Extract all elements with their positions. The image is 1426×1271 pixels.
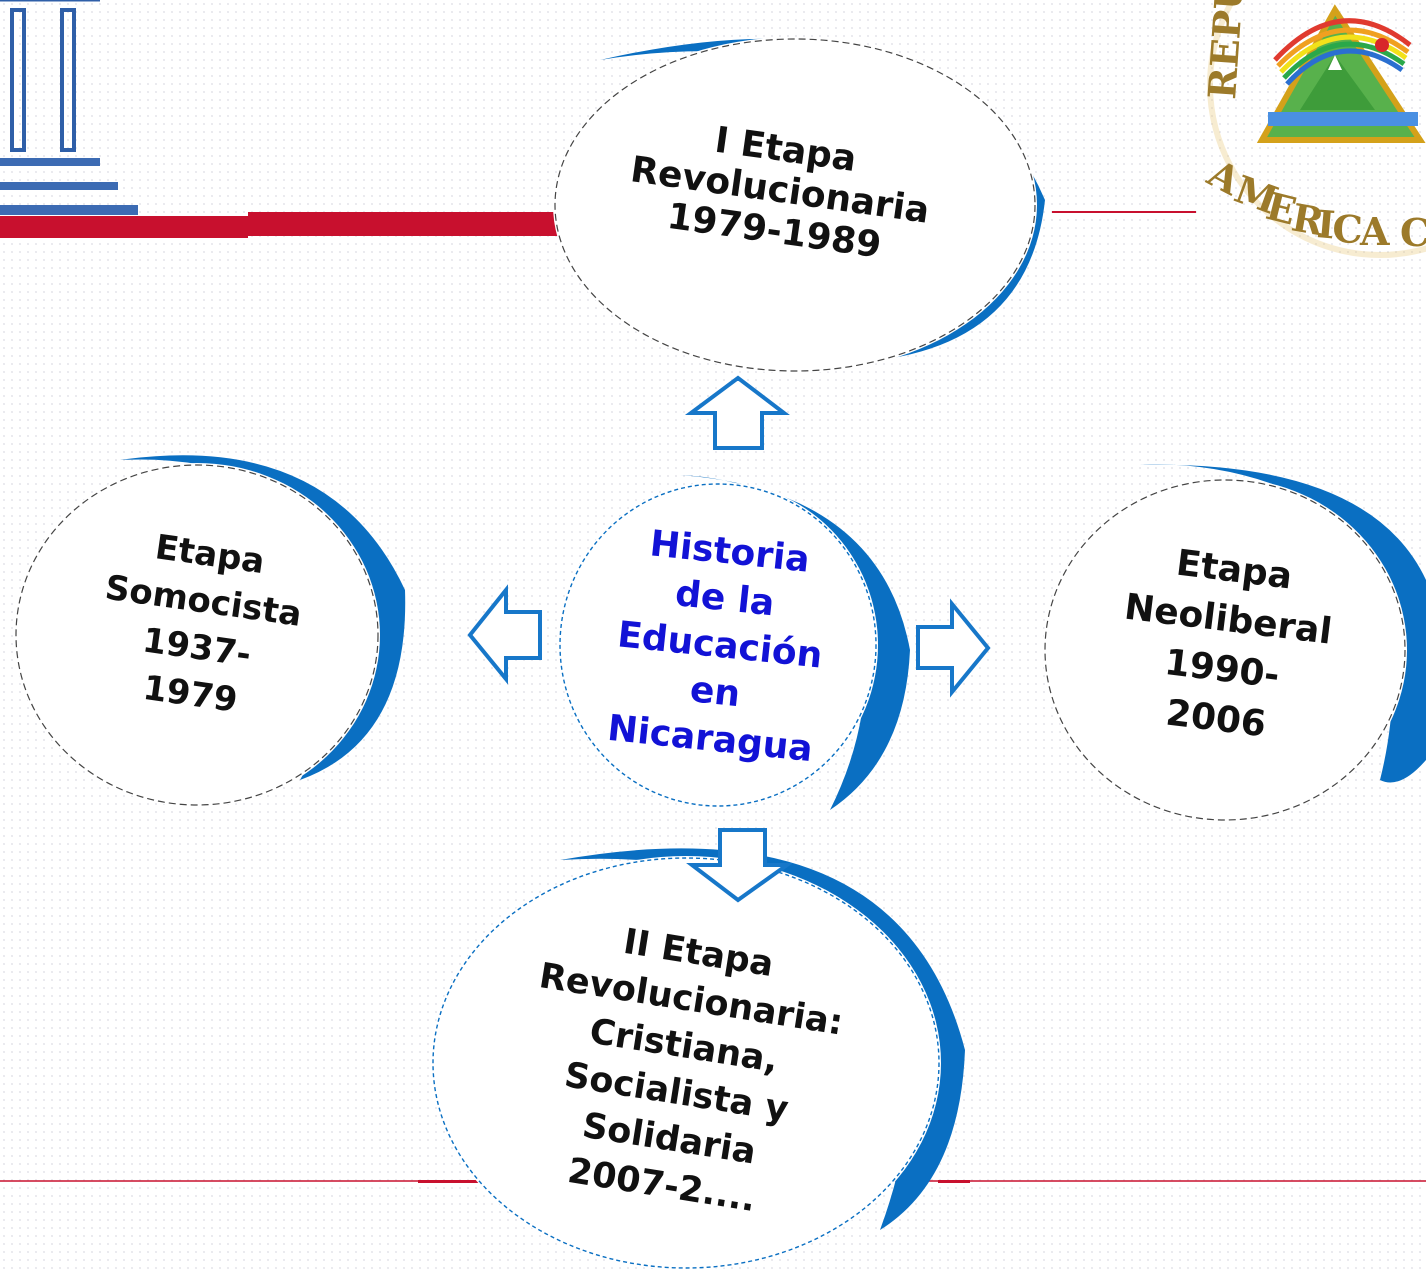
right-logo: REPU A M E R I C A C: [1199, 0, 1426, 258]
node-left: [14, 455, 406, 807]
node-center-label: Historia de la Educación en Nicaragua: [577, 502, 863, 788]
node-bottom-label: II Etapa Revolucionaria: Cristiana, Soci…: [484, 899, 875, 1240]
svg-text:C: C: [1332, 206, 1364, 252]
svg-text:REPU: REPU: [1199, 0, 1252, 101]
node-right: [1043, 464, 1426, 822]
node-center-line: Nicaragua: [605, 707, 815, 770]
node-right-label: Etapa Neoliberal 1990- 2006: [1084, 530, 1366, 760]
svg-text:C: C: [1400, 210, 1426, 255]
node-center: [558, 475, 910, 810]
arrow-down-icon: [686, 828, 794, 903]
node-center-line: en: [688, 668, 743, 715]
node-bottom: [431, 848, 965, 1270]
arrow-up-icon: [684, 375, 790, 450]
arrow-left-icon: [467, 584, 542, 685]
node-left-label: Etapa Somocista 1937- 1979: [62, 509, 337, 742]
arrow-right-icon: [916, 598, 991, 698]
svg-text:A: A: [1359, 209, 1390, 254]
svg-text:I: I: [1315, 201, 1337, 247]
node-top: [553, 37, 1045, 373]
left-logo: [0, 0, 138, 215]
node-center-line: Historia: [647, 522, 812, 581]
